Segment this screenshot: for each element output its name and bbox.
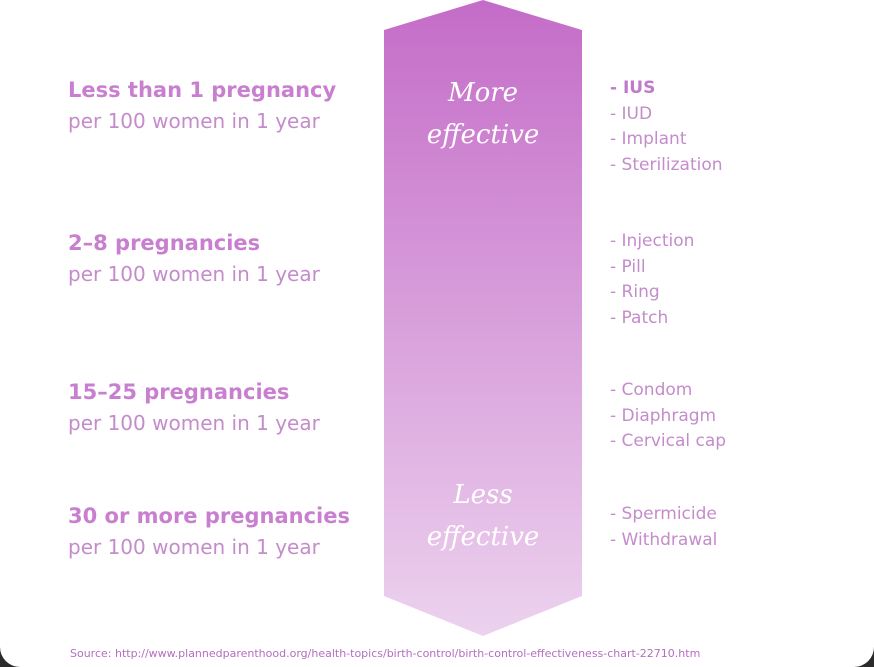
tier-heading: 15–25 pregnancies — [68, 380, 290, 404]
more-effective-label: More effective — [426, 78, 540, 150]
tier-15-25: 15–25 pregnancies per 100 women in 1 yea… — [68, 376, 378, 438]
method-item: - Sterilization — [610, 154, 723, 175]
methods-tier-1: - IUS - IUD - Implant - Sterilization — [610, 76, 850, 178]
method-item: - Ring — [610, 282, 660, 302]
method-item: - Cervical cap — [610, 431, 727, 451]
tier-subtitle: per 100 women in 1 year — [68, 262, 320, 286]
method-item: - Implant — [610, 129, 687, 149]
tier-30-or-more: 30 or more pregnancies per 100 women in … — [68, 500, 378, 562]
tier-less-than-1: Less than 1 pregnancy per 100 women in 1… — [68, 74, 378, 136]
method-item: - IUS — [610, 78, 656, 98]
method-item: - Injection — [610, 231, 695, 251]
methods-tier-3: - Condom - Diaphragm - Cervical cap — [610, 378, 850, 455]
tier-heading: 2–8 pregnancies — [68, 231, 261, 255]
tier-2-8: 2–8 pregnancies per 100 women in 1 year — [68, 227, 378, 289]
method-item: - Patch — [610, 307, 669, 328]
method-item: - Diaphragm — [610, 405, 717, 426]
tier-subtitle: per 100 women in 1 year — [68, 109, 320, 133]
less-effective-label: Less effective — [426, 480, 540, 552]
tier-subtitle: per 100 women in 1 year — [68, 411, 320, 435]
tier-heading: 30 or more pregnancies — [68, 504, 350, 528]
effectiveness-arrow — [384, 0, 582, 636]
tier-heading: Less than 1 pregnancy — [68, 78, 337, 102]
method-item: - Pill — [610, 256, 646, 277]
source-citation: Source: http://www.plannedparenthood.org… — [70, 647, 701, 660]
method-item: - Condom — [610, 380, 693, 400]
method-item: - Spermicide — [610, 504, 717, 524]
methods-tier-4: - Spermicide - Withdrawal — [610, 502, 850, 553]
method-item: - IUD — [610, 103, 653, 124]
method-item: - Withdrawal — [610, 529, 718, 550]
methods-tier-2: - Injection - Pill - Ring - Patch — [610, 229, 850, 331]
tier-subtitle: per 100 women in 1 year — [68, 535, 320, 559]
